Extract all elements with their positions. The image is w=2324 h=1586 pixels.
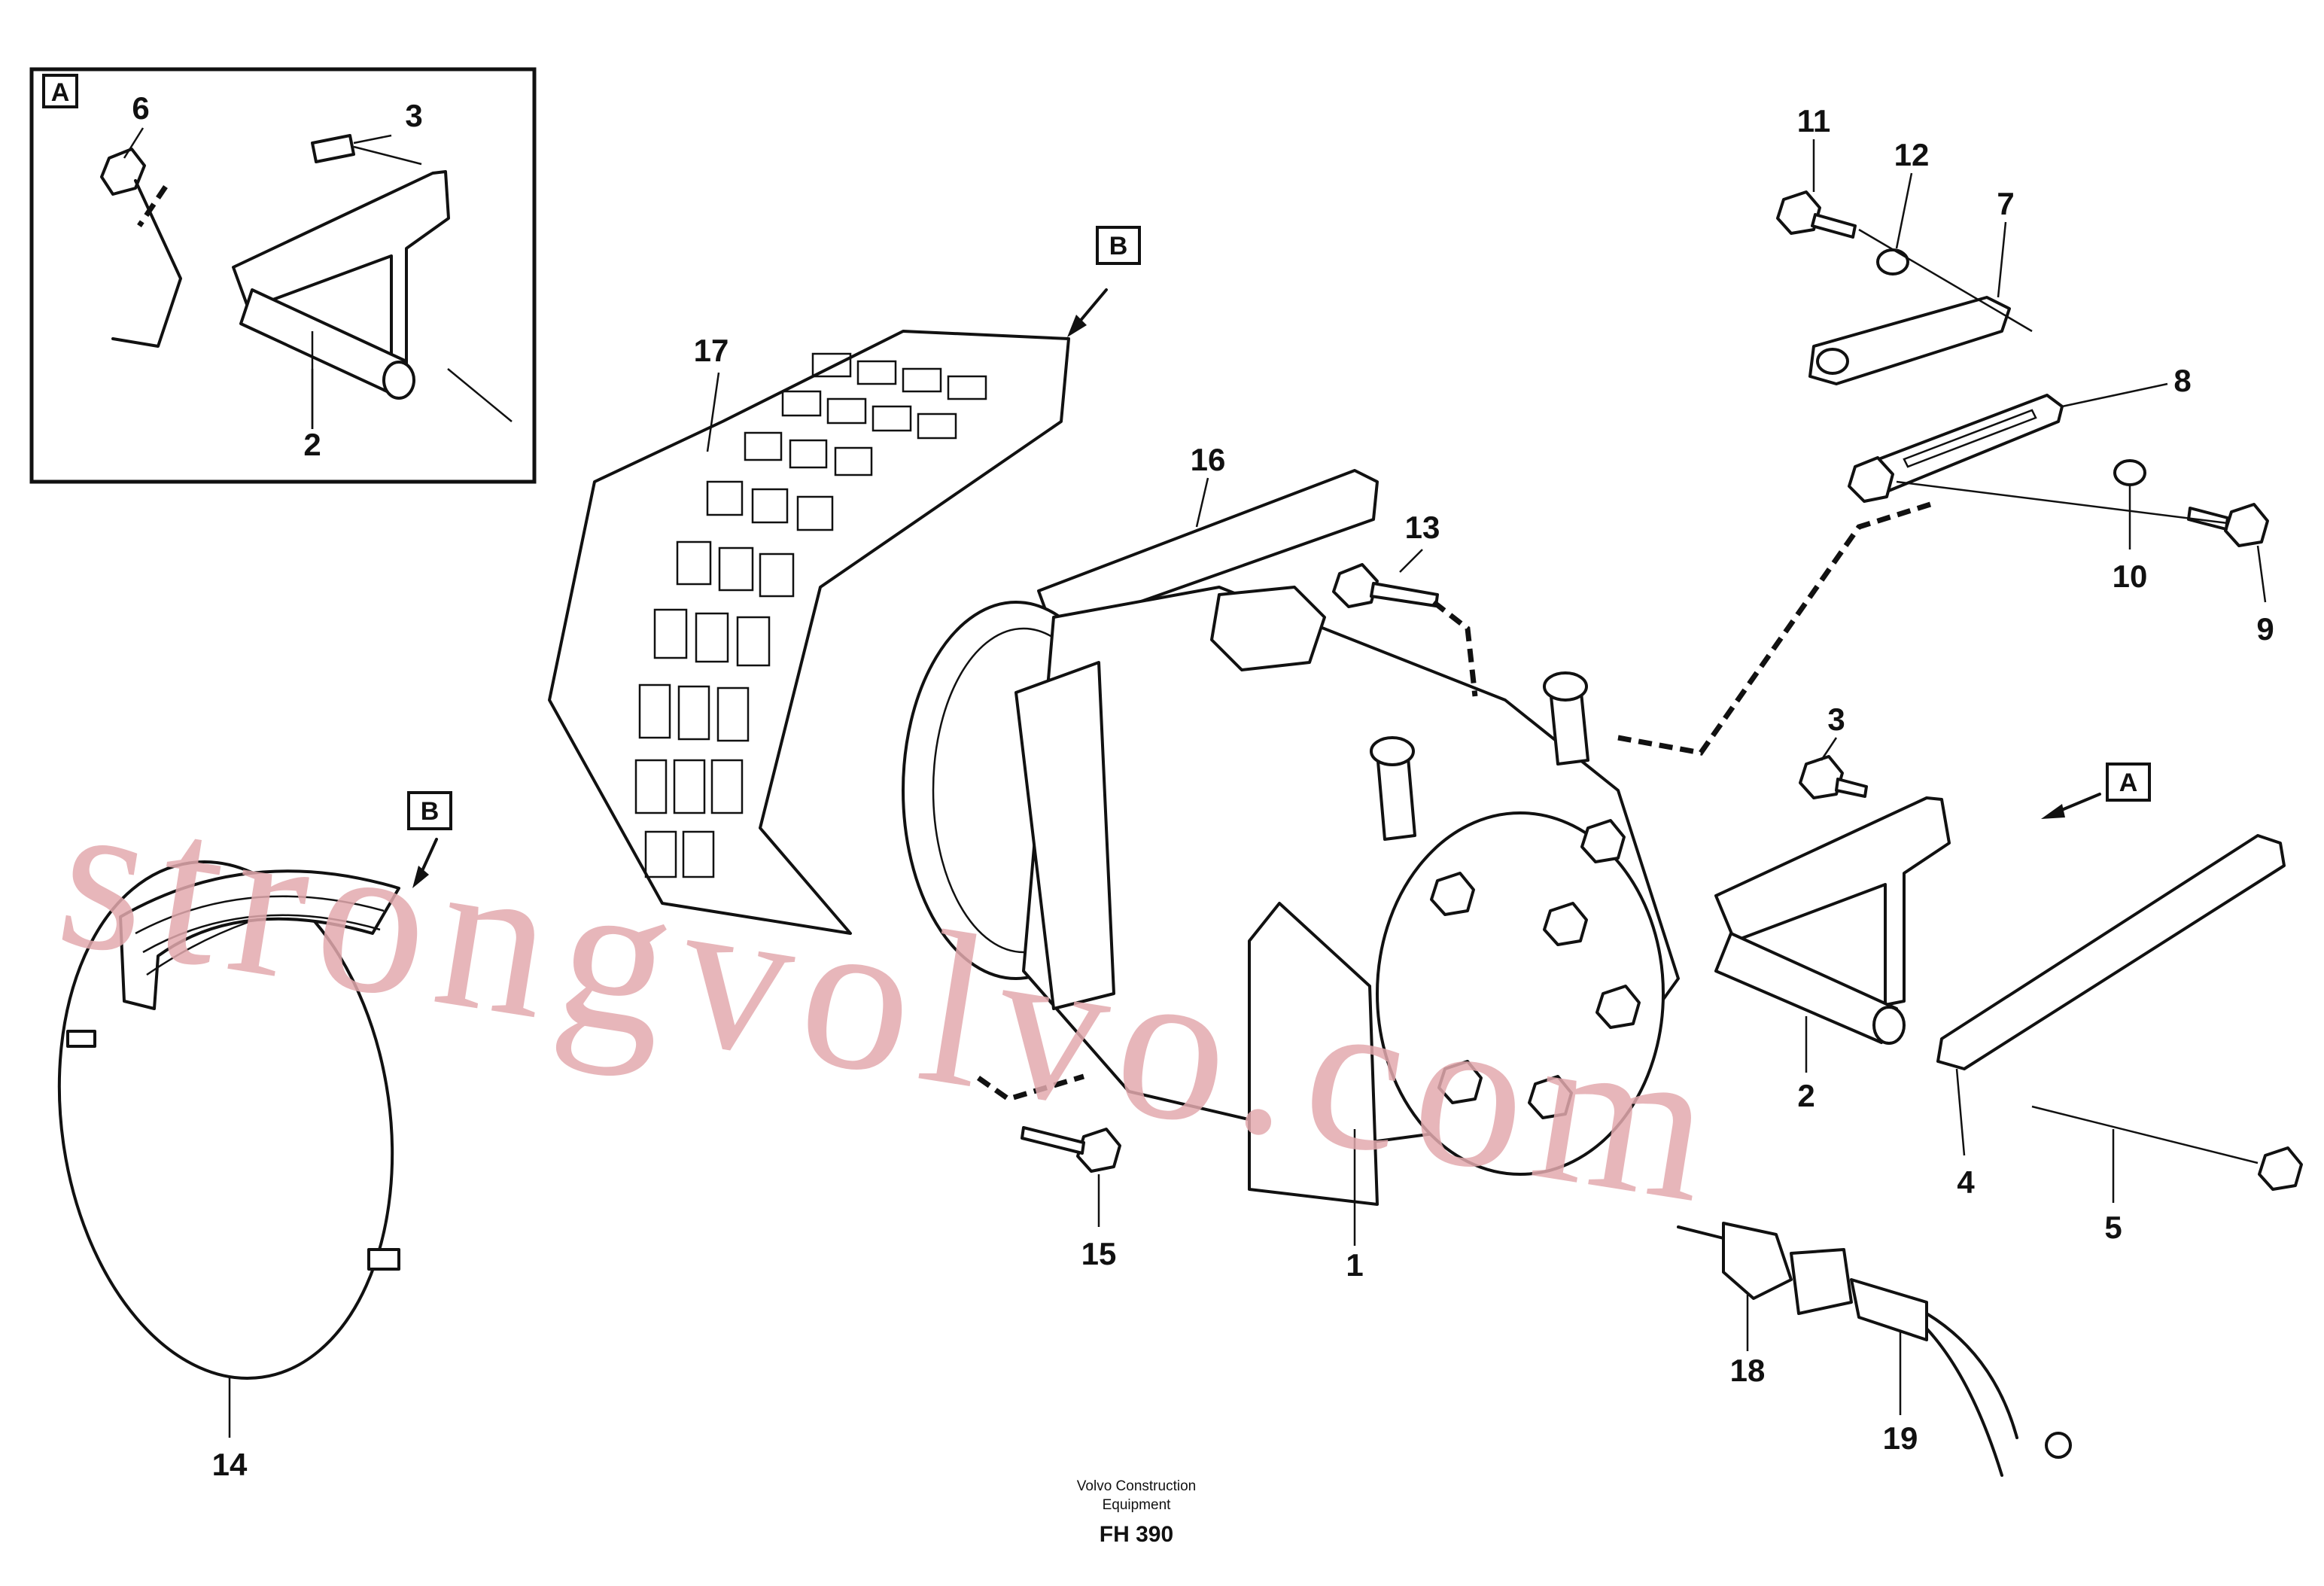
bracket-assembly-a: [1714, 755, 2303, 1191]
band-clamp: [57, 860, 400, 1380]
part-label-12: 12: [1894, 137, 1930, 172]
bolt-11: [1776, 190, 1821, 235]
bracket: [1714, 796, 1951, 1006]
part-label-14: 14: [212, 1447, 248, 1482]
part-label-17: 17: [694, 333, 729, 368]
part-label-8: 8: [2173, 363, 2191, 398]
part-label-13: 13: [1405, 510, 1440, 545]
part-label-2-detail: 2: [303, 427, 321, 462]
washer-12: [1876, 248, 1909, 275]
part-label-1: 1: [1346, 1247, 1363, 1283]
cable-19: [1850, 1278, 1928, 1341]
detail-bracket: [232, 170, 450, 378]
pressure-switch-assembly: [1677, 1222, 2072, 1477]
end-cover-bolt-1: [1430, 872, 1475, 916]
end-cover-bolt-4: [1437, 1060, 1483, 1104]
pressure-switch: [1722, 1222, 1793, 1300]
leader-lines: [123, 127, 2267, 1438]
washer-10: [2113, 459, 2146, 486]
view-arrow-b-band-label: B: [421, 797, 440, 826]
band-clamp-tab-1: [66, 1030, 96, 1048]
bolt-3: [1799, 755, 1844, 799]
part-label-5: 5: [2104, 1210, 2122, 1245]
detail-spacer-tube: [239, 288, 408, 397]
part-label-9: 9: [2256, 611, 2274, 647]
detail-nut: [100, 148, 146, 196]
end-cover-bolt-6: [1543, 902, 1588, 946]
bolt-13: [1332, 563, 1478, 697]
nut-link: [1848, 456, 1894, 503]
part-label-6: 6: [132, 90, 149, 126]
detail-view-a: A: [29, 67, 537, 484]
footer-line-1: Volvo Construction: [1077, 1478, 1196, 1494]
bolt-5: [2258, 1146, 2303, 1191]
view-arrow-b-main-label: B: [1109, 232, 1128, 260]
bolt-9: [2224, 503, 2269, 547]
support-arm-4: [1936, 834, 2286, 1070]
mesh-guard: [119, 869, 400, 1010]
view-arrow-a-main-label: A: [2119, 769, 2138, 797]
footer: Volvo Construction Equipment FH 390: [1077, 1478, 1196, 1547]
connector: [1790, 1248, 1853, 1315]
tensioner-assembly: [1617, 190, 2269, 756]
end-cover-bolt-3: [1595, 985, 1641, 1029]
belt-guard-grille: [634, 352, 987, 878]
part-label-19: 19: [1883, 1420, 1918, 1456]
view-arrow-b-band[interactable]: B: [407, 791, 452, 888]
footer-code: FH 390: [1100, 1522, 1173, 1547]
end-cover-bolt-2: [1580, 819, 1626, 863]
footer-line-2: Equipment: [1103, 1497, 1172, 1513]
part-label-4: 4: [1957, 1164, 1975, 1200]
band-clamp-tab-2: [367, 1248, 400, 1271]
detail-box-letter: A: [51, 78, 70, 107]
part-label-18: 18: [1730, 1353, 1766, 1388]
detail-box-letter-frame: [42, 74, 78, 108]
part-label-7: 7: [1997, 186, 2014, 221]
part-label-2-main: 2: [1797, 1078, 1814, 1113]
part-label-3-main: 3: [1827, 702, 1845, 737]
end-cover-bolt-5: [1528, 1075, 1573, 1119]
part-label-16: 16: [1191, 442, 1226, 477]
part-labels: 6 3 2 17 16 13 1 15 14 11 12 7 8 10 9 3 …: [132, 90, 2274, 1482]
part-label-15: 15: [1081, 1236, 1117, 1271]
part-label-3-detail: 3: [405, 98, 422, 133]
detail-screw: [311, 134, 355, 163]
part-label-11: 11: [1797, 103, 1830, 139]
view-arrow-a-main[interactable]: A: [2041, 763, 2151, 819]
view-arrow-b-main[interactable]: B: [1067, 226, 1141, 337]
link-arm-7: [1808, 296, 2011, 385]
part-label-10: 10: [2113, 559, 2148, 594]
compressor: [902, 586, 1680, 1206]
belt-guard: [548, 330, 1070, 935]
bolt-15: [976, 1073, 1121, 1173]
compressor-mounting-lug: [1210, 586, 1326, 671]
